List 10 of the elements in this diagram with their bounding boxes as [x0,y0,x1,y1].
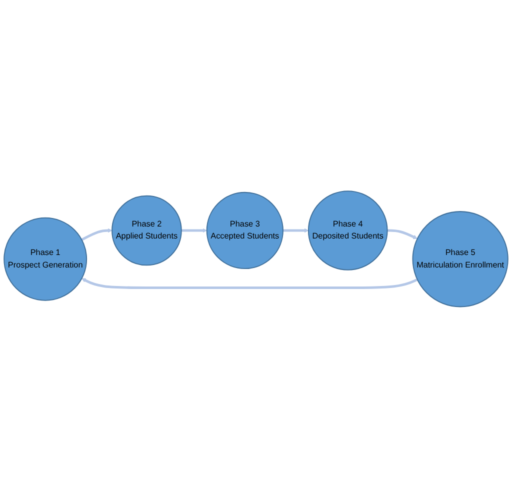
arrow [387,228,418,239]
arrow [81,228,112,241]
node-circle: Phase 2 Applied Students [112,194,182,266]
arrow [282,228,309,232]
arrow [82,278,418,289]
arrow [181,228,208,232]
node-circle: Phase 3 Accepted Students [206,192,284,269]
node-circle: Phase 4 Deposited Students [308,190,388,270]
node-circle: Phase 1 Prospect Generation [4,217,88,300]
node-circle: Phase 5 Matriculation Enrollment [412,210,508,307]
